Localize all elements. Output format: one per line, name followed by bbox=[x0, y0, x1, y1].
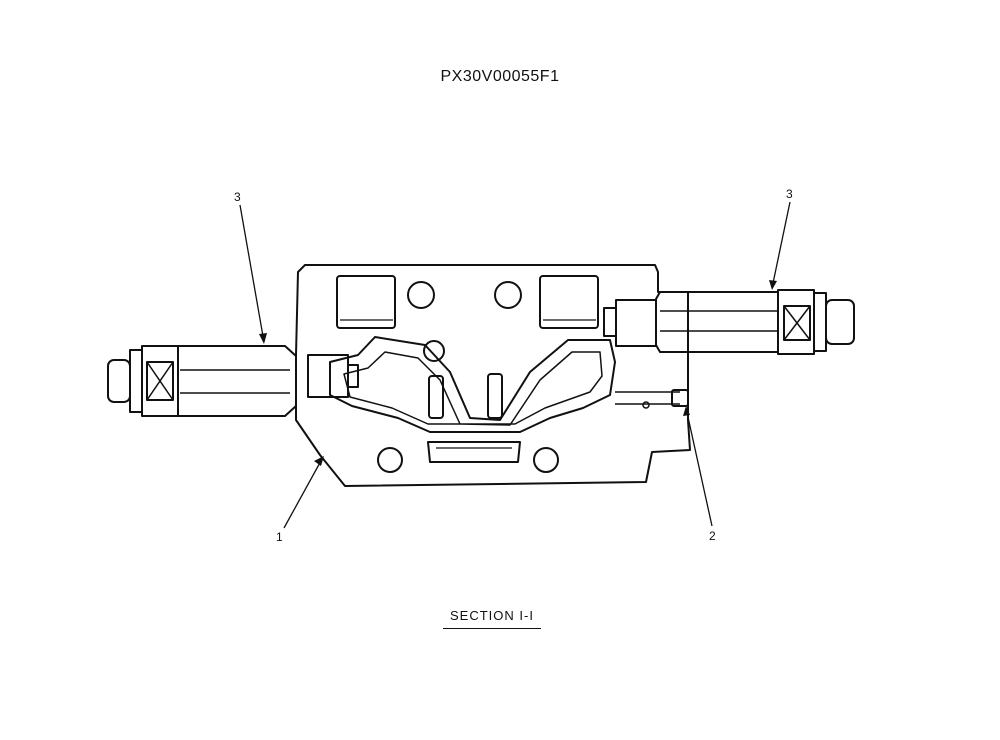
bolt-hole-center bbox=[423, 340, 445, 362]
leader-line-left-3 bbox=[239, 204, 265, 343]
spool-slot-left bbox=[428, 375, 444, 419]
right-cartridge bbox=[603, 289, 855, 355]
callout-2: 2 bbox=[709, 529, 716, 543]
upper-left-port bbox=[336, 275, 396, 329]
leader-line-1 bbox=[283, 458, 323, 529]
section-caption: SECTION I-I bbox=[450, 608, 534, 623]
internal-passage-inner bbox=[343, 351, 603, 426]
internal-passage bbox=[329, 336, 616, 433]
bolt-hole-bottom-left bbox=[377, 447, 403, 473]
callout-right-3: 3 bbox=[786, 187, 793, 201]
arrowhead-left-3 bbox=[259, 333, 267, 344]
plug-part bbox=[671, 389, 689, 407]
arrowhead-1 bbox=[314, 456, 324, 466]
leader-line-2 bbox=[685, 407, 713, 527]
leader-line-right-3 bbox=[771, 201, 791, 289]
bolt-hole-bottom-right bbox=[533, 447, 559, 473]
spool-slot-right bbox=[487, 373, 503, 419]
valve-body-outline bbox=[295, 264, 691, 487]
callout-left-3: 3 bbox=[234, 190, 241, 204]
bolt-hole-top-left bbox=[407, 281, 435, 309]
upper-right-port bbox=[539, 275, 599, 329]
drawing-number: PX30V00055F1 bbox=[440, 68, 560, 85]
arrowhead-2 bbox=[683, 406, 690, 416]
bolt-hole-top-right bbox=[494, 281, 522, 309]
bottom-cavity bbox=[427, 441, 521, 463]
left-cartridge bbox=[107, 345, 359, 417]
caption-underline bbox=[443, 628, 541, 629]
callout-1: 1 bbox=[276, 530, 283, 544]
arrowhead-right-3 bbox=[769, 280, 777, 290]
